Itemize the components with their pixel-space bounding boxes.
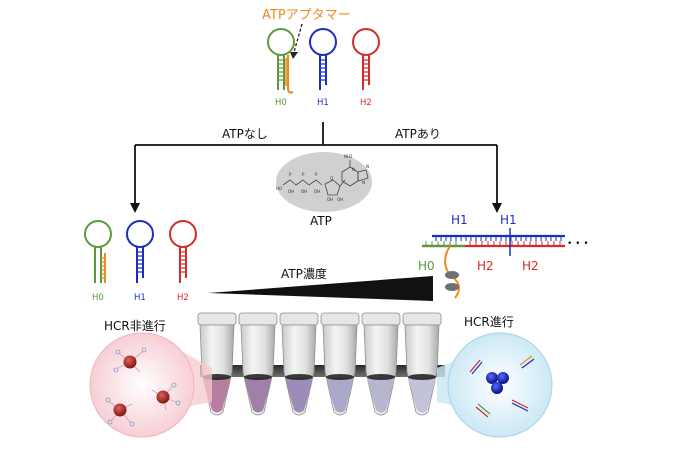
- zoom-circle-left: [89, 332, 195, 438]
- svg-text:HO: HO: [276, 186, 282, 191]
- atp-molecule: [282, 160, 369, 196]
- atp-molecule-background: [276, 152, 372, 212]
- svg-text:P: P: [315, 172, 318, 177]
- label-h2-top: H2: [360, 98, 372, 108]
- label-h2-polymer-a: H2: [477, 259, 494, 273]
- monomer-particles: [105, 347, 181, 427]
- atp-label: ATP: [310, 214, 332, 228]
- tube-6: [402, 312, 442, 416]
- label-h0-polymer: H0: [418, 259, 435, 273]
- tubes: [197, 312, 442, 416]
- state-hcr-progress: HCR進行: [464, 315, 514, 329]
- tube-3: [279, 312, 319, 416]
- svg-text:OH: OH: [314, 189, 320, 194]
- atp-concentration-wedge: [208, 276, 433, 301]
- branch-without-atp: ATPなし: [222, 127, 268, 141]
- svg-text:N: N: [366, 164, 369, 169]
- aptamer-title: ATPアプタマー: [262, 8, 351, 23]
- label-h2-left: H2: [177, 293, 189, 303]
- hairpin-h1-left: [126, 220, 154, 283]
- label-h1-top: H1: [317, 98, 329, 108]
- svg-text:OH: OH: [327, 197, 333, 202]
- hairpin-h2-left: [169, 220, 197, 283]
- svg-text:OH: OH: [337, 197, 343, 202]
- svg-text:OH: OH: [301, 189, 307, 194]
- svg-text:P: P: [302, 172, 305, 177]
- svg-text:P: P: [289, 172, 292, 177]
- svg-text:N: N: [352, 167, 355, 172]
- atp-atom-labels: NH2 HO P P P OH OH OH OH OH O N N N: [276, 154, 369, 202]
- branch-lines: [134, 122, 498, 205]
- label-h1-polymer-b: H1: [500, 213, 517, 227]
- tube-5: [361, 312, 401, 416]
- label-h0-left: H0: [92, 293, 104, 303]
- hcr-polymer: [422, 228, 565, 299]
- label-h2-polymer-b: H2: [522, 259, 539, 273]
- label-h0-top: H0: [275, 98, 287, 108]
- arrow-head: [290, 52, 298, 59]
- svg-text:O: O: [330, 176, 333, 181]
- tube-liquid-5: [367, 378, 395, 413]
- gradient-label: ATP濃度: [281, 266, 327, 281]
- polymer-ellipsis: • • •: [567, 239, 589, 249]
- arrow-left-head: [130, 203, 140, 213]
- tube-liquid-6: [408, 378, 436, 413]
- arrow-right-head: [492, 203, 502, 213]
- label-h1-left: H1: [134, 293, 146, 303]
- svg-text:OH: OH: [288, 189, 294, 194]
- label-h1-polymer-a: H1: [451, 213, 468, 227]
- aggregate-particles: [469, 355, 535, 418]
- tube-liquid-2: [244, 378, 272, 413]
- hairpin-h1-top: [309, 28, 337, 90]
- tube-liquid-4: [326, 378, 354, 413]
- hairpin-h0-left: [84, 220, 112, 283]
- svg-text:N: N: [362, 180, 365, 185]
- arrow-dashed: [293, 23, 303, 53]
- branch-with-atp: ATPあり: [395, 127, 441, 141]
- tube-liquid-3: [285, 378, 313, 413]
- hairpin-h0-top: [267, 28, 295, 94]
- tube-2: [238, 312, 278, 416]
- svg-text:NH2: NH2: [344, 154, 353, 159]
- tube-4: [320, 312, 360, 416]
- state-hcr-no-progress: HCR非進行: [104, 319, 166, 333]
- hairpin-h2-top: [352, 28, 380, 90]
